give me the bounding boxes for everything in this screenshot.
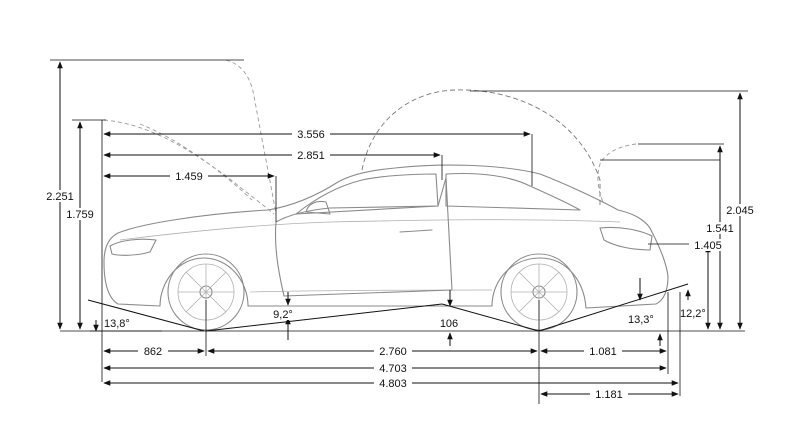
open-hood — [103, 59, 277, 215]
label-rear-overhang-ext: 1.181 — [595, 389, 623, 401]
dimension-labels: 3.556 2.851 1.459 862 2.760 1.081 4.703 … — [41, 128, 759, 401]
label-front-overhang: 862 — [144, 346, 162, 358]
label-ground-clearance: 106 — [440, 318, 458, 330]
label-rear-overhang: 1.081 — [589, 346, 617, 358]
label-departure-angle: 13,3° — [628, 314, 654, 326]
sill-line — [249, 289, 493, 293]
label-overall-length: 4.803 — [379, 378, 407, 390]
label-approach-angle: 13,8° — [104, 318, 130, 330]
open-trunk — [597, 143, 637, 205]
label-wheelbase: 2.760 — [379, 346, 407, 358]
label-roof-open-length: 3.556 — [297, 129, 325, 141]
taillight — [599, 226, 653, 251]
shoulder-line — [119, 219, 621, 241]
label-height-roof: 1.541 — [706, 223, 734, 235]
label-length-body: 4.703 — [379, 363, 407, 375]
label-height: 1.759 — [66, 209, 94, 221]
vehicle-outline — [60, 59, 745, 332]
door — [274, 177, 453, 297]
label-height-trunk-open: 2.045 — [726, 205, 754, 217]
label-height-hood-open: 2.251 — [46, 191, 74, 203]
roof-sweep-arc — [361, 89, 601, 206]
rear-window — [445, 172, 581, 211]
door-handle — [399, 229, 433, 233]
label-height-trunk: 1.405 — [694, 240, 722, 252]
label-rear-to-b: 2.851 — [297, 150, 325, 162]
label-ramp-angle: 9,2° — [273, 309, 293, 321]
label-rear-angle: 12,2° — [680, 308, 706, 320]
side-mirror — [305, 200, 331, 215]
headlight — [109, 238, 157, 256]
label-hood-open-length: 1.459 — [175, 171, 203, 183]
car-body — [103, 164, 669, 309]
side-window — [295, 173, 439, 215]
